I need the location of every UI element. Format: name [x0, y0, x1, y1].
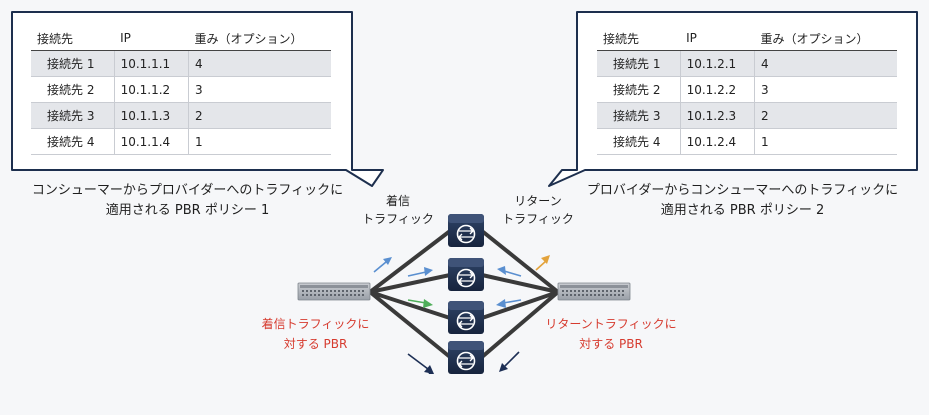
destination-name: 接続先 3	[597, 102, 681, 129]
destination-ip: 10.1.1.4	[113, 128, 189, 155]
column-header-weight: 重み（オプション）	[188, 26, 331, 51]
left-switch-icon	[297, 282, 371, 301]
return-arrow-down-icon	[499, 351, 520, 372]
return-traffic-label: リターン トラフィック	[502, 194, 574, 226]
destination-weight: 4	[753, 50, 897, 77]
destination-name: 接続先 3	[31, 102, 115, 129]
service-device-2-icon	[448, 258, 484, 291]
destination-weight: 4	[187, 50, 331, 77]
destination-ip: 10.1.2.4	[679, 128, 755, 155]
link-right-device-3	[481, 290, 559, 320]
right-policy-table: 接続先 IP 重み（オプション） 接続先 1 10.1.2.1 4 接続先 2 …	[597, 26, 897, 155]
table-row: 接続先 1 10.1.2.1 4	[597, 50, 897, 77]
right-policy-caption: プロバイダーからコンシューマーへのトラフィックに 適用される PBR ポリシー …	[586, 183, 899, 218]
left-policy-caption: コンシューマーからプロバイダーへのトラフィックに 適用される PBR ポリシー …	[31, 183, 344, 218]
destination-ip: 10.1.1.2	[113, 76, 189, 103]
return-arrow-mid2-icon	[496, 299, 522, 308]
incoming-arrow-down-icon	[407, 353, 434, 374]
link-left-device-3	[369, 290, 451, 320]
destination-name: 接続先 4	[597, 128, 681, 155]
link-left-device-1	[368, 229, 452, 294]
destination-weight: 3	[187, 76, 331, 103]
service-device-1-icon	[448, 214, 484, 247]
destination-ip: 10.1.2.2	[679, 76, 755, 103]
destination-weight: 2	[753, 102, 897, 129]
incoming-arrow-mid1-icon	[407, 267, 433, 277]
destination-name: 接続先 4	[31, 128, 115, 155]
destination-weight: 1	[753, 128, 897, 155]
right-switch-icon	[557, 282, 631, 301]
return-arrow-up-icon	[535, 255, 550, 271]
destination-name: 接続先 2	[597, 76, 681, 103]
service-device-4-icon	[448, 341, 484, 374]
destination-name: 接続先 2	[31, 76, 115, 103]
link-left-device-4	[368, 290, 452, 359]
left-policy-table: 接続先 IP 重み（オプション） 接続先 1 10.1.1.1 4 接続先 2 …	[31, 26, 331, 155]
link-right-device-2	[481, 273, 559, 294]
table-row: 接続先 1 10.1.1.1 4	[31, 50, 331, 77]
destination-ip: 10.1.2.3	[679, 102, 755, 129]
service-device-3-icon	[448, 301, 484, 334]
incoming-traffic-label: 着信 トラフィック	[362, 194, 434, 226]
left-links	[368, 229, 452, 359]
incoming-arrow-mid2-icon	[407, 299, 433, 308]
table-row: 接続先 2 10.1.2.2 3	[597, 76, 897, 103]
table-row: 接続先 4 10.1.2.4 1	[597, 128, 897, 155]
destination-ip: 10.1.1.3	[113, 102, 189, 129]
column-header-ip: IP	[680, 26, 755, 51]
link-right-device-1	[480, 229, 560, 294]
table-header-row: 接続先 IP 重み（オプション）	[31, 26, 331, 51]
destination-weight: 1	[187, 128, 331, 155]
column-header-destination: 接続先	[597, 26, 681, 51]
column-header-ip: IP	[114, 26, 189, 51]
incoming-arrow-up-icon	[373, 257, 392, 273]
return-pbr-label: リターントラフィックに 対する PBR	[545, 317, 677, 351]
link-left-device-2	[369, 273, 451, 294]
table-row: 接続先 4 10.1.1.4 1	[31, 128, 331, 155]
return-arrow-mid1-icon	[497, 266, 522, 277]
table-row: 接続先 2 10.1.1.2 3	[31, 76, 331, 103]
table-row: 接続先 3 10.1.2.3 2	[597, 102, 897, 129]
destination-weight: 2	[187, 102, 331, 129]
destination-name: 接続先 1	[597, 50, 681, 77]
link-right-device-4	[480, 290, 560, 359]
destination-ip: 10.1.1.1	[113, 50, 189, 77]
incoming-pbr-label: 着信トラフィックに 対する PBR	[261, 317, 370, 351]
destination-weight: 3	[753, 76, 897, 103]
right-links	[480, 229, 560, 359]
table-row: 接続先 3 10.1.1.3 2	[31, 102, 331, 129]
destination-ip: 10.1.2.1	[679, 50, 755, 77]
column-header-weight: 重み（オプション）	[754, 26, 897, 51]
table-header-row: 接続先 IP 重み（オプション）	[597, 26, 897, 51]
destination-name: 接続先 1	[31, 50, 115, 77]
column-header-destination: 接続先	[31, 26, 115, 51]
